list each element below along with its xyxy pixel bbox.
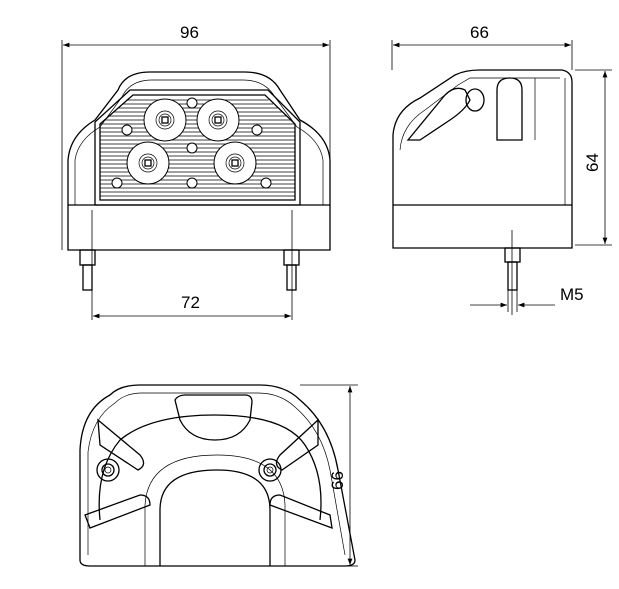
side-view bbox=[391, 40, 612, 315]
dimension-side-depth: 66 bbox=[470, 23, 489, 42]
led-small-icon bbox=[186, 97, 198, 109]
led-icon bbox=[143, 98, 187, 142]
led-icon bbox=[126, 141, 170, 185]
led-icon bbox=[213, 141, 257, 185]
led-large bbox=[111, 97, 272, 189]
dimension-side-height: 64 bbox=[583, 153, 602, 172]
dimension-front-width: 96 bbox=[180, 23, 199, 42]
mounting-stud-right bbox=[283, 210, 300, 320]
led-small-icon bbox=[251, 124, 263, 136]
led-small-icon bbox=[260, 177, 272, 189]
front-view bbox=[61, 40, 331, 320]
mounting-stud-left bbox=[79, 210, 96, 320]
led-small-icon bbox=[186, 177, 198, 189]
led-small-icon bbox=[111, 177, 123, 189]
led-small-icon bbox=[121, 124, 133, 136]
bottom-view bbox=[79, 384, 358, 567]
led-icon bbox=[196, 98, 240, 142]
led-small-icon bbox=[186, 142, 198, 154]
dimension-bottom-depth: 66 bbox=[328, 471, 347, 490]
dimension-stud-spacing: 72 bbox=[181, 293, 200, 312]
dimension-thread: M5 bbox=[560, 285, 584, 304]
